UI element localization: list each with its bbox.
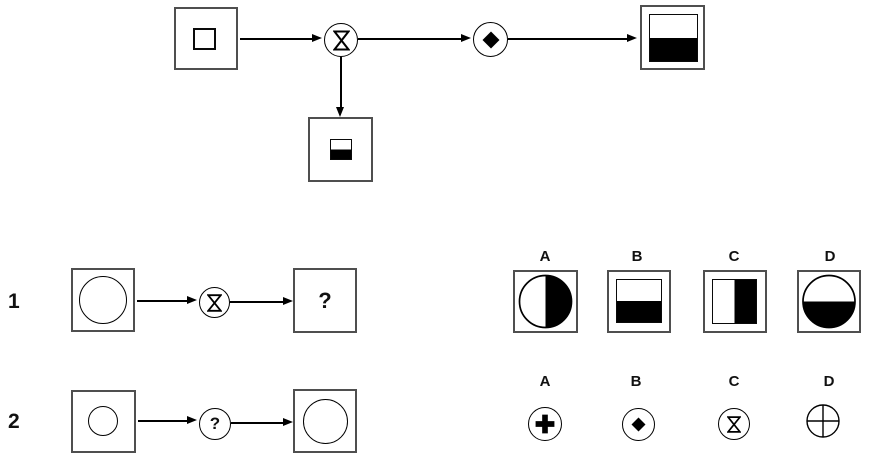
arrow-line	[340, 57, 342, 107]
q1-option-label-c: C	[728, 248, 740, 265]
arrowhead-right-icon	[187, 416, 197, 424]
q1-option-c[interactable]	[703, 270, 767, 333]
circle-bottom-half-black-icon	[802, 274, 856, 329]
square-bottom-half-black-icon	[330, 139, 352, 160]
circle-outline-icon	[79, 276, 127, 324]
square-right-half-black-icon	[712, 279, 757, 324]
q2-question-mark: ?	[209, 414, 221, 433]
q1-unknown-box: ?	[293, 268, 357, 333]
q1-option-b[interactable]	[607, 270, 671, 333]
arrow-line	[138, 420, 187, 422]
arrowhead-right-icon	[187, 296, 197, 304]
square-bottom-half-black-icon	[616, 279, 662, 323]
arrow-line	[508, 38, 627, 40]
q1-option-label-b: B	[631, 248, 643, 265]
q2-option-label-a: A	[539, 373, 551, 390]
filled-diamond-icon	[631, 417, 646, 432]
arrow-line	[137, 300, 187, 302]
arrowhead-right-icon	[312, 34, 322, 42]
q1-option-label-a: A	[539, 248, 551, 265]
q2-option-b[interactable]	[622, 408, 655, 441]
hourglass-icon	[207, 293, 222, 312]
bold-plus-icon	[535, 414, 555, 434]
small-square-icon	[193, 28, 216, 50]
question-2-number: 2	[8, 410, 20, 433]
arrowhead-down-icon	[336, 107, 344, 117]
circle-right-half-black-icon	[518, 274, 573, 329]
q2-option-c[interactable]	[718, 408, 750, 440]
q1-input-box	[71, 268, 135, 332]
q2-option-d[interactable]	[806, 404, 840, 438]
diamond-icon	[482, 31, 499, 48]
arrow-line	[230, 301, 283, 303]
q1-question-mark: ?	[318, 287, 332, 313]
arrowhead-right-icon	[283, 297, 293, 305]
arrow-line	[358, 38, 461, 40]
q2-option-label-c: C	[728, 373, 740, 390]
q2-option-a[interactable]	[528, 407, 562, 441]
arrowhead-right-icon	[283, 418, 293, 426]
example-input-box	[174, 7, 238, 70]
q1-option-d[interactable]	[797, 270, 861, 333]
q2-unknown-operator: ?	[199, 408, 231, 440]
example-hourglass-operator	[324, 23, 358, 57]
q1-option-label-d: D	[824, 248, 836, 265]
question-1-number: 1	[8, 290, 20, 313]
q2-option-label-d: D	[823, 373, 835, 390]
arrowhead-right-icon	[461, 34, 471, 42]
small-circle-outline-icon	[88, 406, 118, 436]
arrow-line	[231, 422, 283, 424]
q2-option-label-b: B	[630, 373, 642, 390]
q2-output-box	[293, 389, 357, 453]
large-circle-outline-icon	[303, 399, 348, 444]
example-branch-result-box	[308, 117, 373, 182]
quartered-circle-icon	[806, 404, 840, 438]
arrow-line	[240, 38, 314, 40]
hourglass-icon	[727, 415, 741, 433]
square-bottom-half-black-icon	[649, 14, 698, 62]
arrowhead-right-icon	[627, 34, 637, 42]
example-result-box	[640, 5, 705, 70]
q1-option-a[interactable]	[513, 270, 578, 333]
hourglass-icon	[332, 30, 350, 50]
q2-input-box	[71, 390, 136, 453]
q1-hourglass-operator	[199, 287, 230, 318]
example-diamond-operator	[473, 22, 508, 57]
